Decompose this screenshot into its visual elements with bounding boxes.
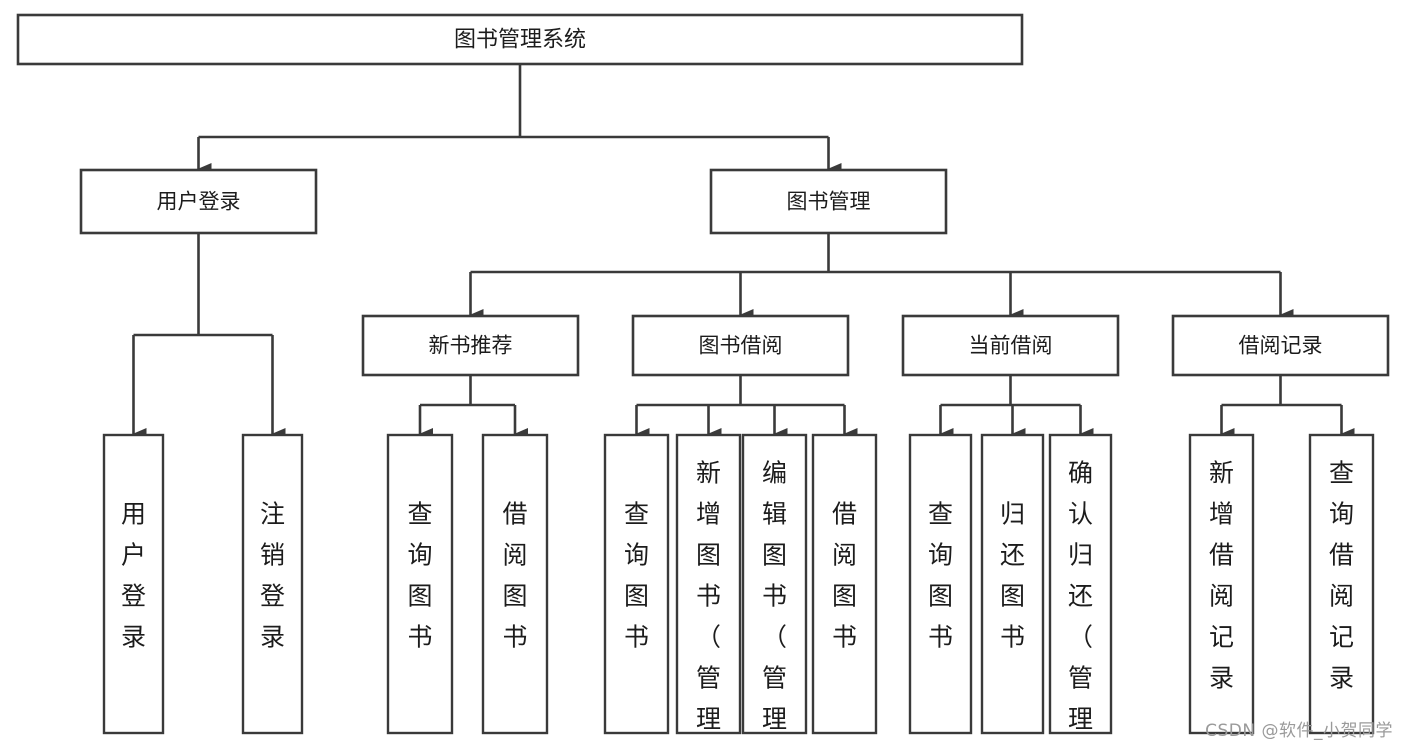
leaf-node-7-label: 借阅图书 (832, 500, 857, 652)
leaf-node-7[interactable]: 借阅图书 (811, 433, 878, 735)
leaf-node-10-box (1048, 433, 1113, 735)
leaf-node-6-label: 编辑图书（管理员） (762, 459, 787, 747)
leaf-node-8-box (908, 433, 973, 735)
leaf-node-8-label: 查询图书 (928, 500, 953, 652)
level3-node-0-box (361, 314, 580, 377)
leaf-node-4-box (603, 433, 670, 735)
leaf-node-7-box (811, 433, 878, 735)
leaf-node-1-label: 注销登录 (260, 500, 285, 652)
leaf-node-8[interactable]: 查询图书 (908, 433, 973, 735)
leaf-node-2[interactable]: 查询图书 (386, 433, 454, 735)
leaf-node-9[interactable]: 归还图书 (980, 433, 1045, 735)
leaf-node-4-label: 查询图书 (624, 500, 649, 652)
leaf-node-12[interactable]: 查询借阅记录 (1308, 433, 1375, 735)
root-node-box (16, 13, 1024, 66)
leaf-node-2-label: 查询图书 (407, 500, 432, 652)
level2-node-0[interactable]: 用户登录 (79, 168, 318, 235)
level2-node-1[interactable]: 图书管理 (709, 168, 948, 235)
leaf-node-3[interactable]: 借阅图书 (481, 433, 549, 735)
level3-node-1-box (631, 314, 850, 377)
root-node[interactable]: 图书管理系统 (16, 13, 1024, 66)
level2-node-0-label: 用户登录 (157, 190, 241, 214)
leaf-node-0-label: 用户登录 (121, 500, 146, 652)
level2-node-1-label: 图书管理 (787, 190, 871, 214)
level3-node-3-box (1171, 314, 1390, 377)
leaf-node-5-label: 新增图书（管理员） (696, 459, 721, 747)
leaf-node-11[interactable]: 新增借阅记录 (1188, 433, 1255, 735)
leaf-node-9-label: 归还图书 (1000, 500, 1025, 652)
level3-node-3[interactable]: 借阅记录 (1171, 314, 1390, 377)
leaf-node-11-box (1188, 433, 1255, 735)
leaf-node-3-box (481, 433, 549, 735)
leaf-node-1[interactable]: 注销登录 (241, 433, 304, 735)
watermark-text: CSDN @软件_小贺同学 (1205, 721, 1393, 741)
leaf-node-5[interactable]: 新增图书（管理员） (675, 433, 742, 747)
level3-node-3-label: 借阅记录 (1239, 334, 1323, 358)
nodes-layer: 图书管理系统用户登录图书管理新书推荐图书借阅当前借阅借阅记录用户登录注销登录查询… (16, 13, 1390, 747)
leaf-node-6[interactable]: 编辑图书（管理员） (741, 433, 808, 747)
leaf-node-10-label: 确认归还（管理员） (1068, 459, 1093, 747)
leaf-node-4[interactable]: 查询图书 (603, 433, 670, 735)
leaf-node-1-box (241, 433, 304, 735)
leaf-node-9-box (980, 433, 1045, 735)
level3-node-1-label: 图书借阅 (699, 334, 783, 358)
level2-node-1-box (709, 168, 948, 235)
leaf-node-12-box (1308, 433, 1375, 735)
leaf-node-10[interactable]: 确认归还（管理员） (1048, 433, 1113, 747)
connectors-layer (132, 64, 1355, 440)
leaf-node-6-box (741, 433, 808, 735)
level2-node-0-box (79, 168, 318, 235)
level3-node-1[interactable]: 图书借阅 (631, 314, 850, 377)
level3-node-0[interactable]: 新书推荐 (361, 314, 580, 377)
leaf-node-11-label: 新增借阅记录 (1209, 459, 1234, 693)
level3-node-0-label: 新书推荐 (429, 334, 513, 358)
level3-node-2-label: 当前借阅 (969, 334, 1053, 358)
leaf-node-0-box (102, 433, 165, 735)
root-node-label: 图书管理系统 (454, 28, 586, 53)
level3-node-2[interactable]: 当前借阅 (901, 314, 1120, 377)
leaf-node-2-box (386, 433, 454, 735)
level3-node-2-box (901, 314, 1120, 377)
leaf-node-5-box (675, 433, 742, 735)
leaf-node-0[interactable]: 用户登录 (102, 433, 165, 735)
leaf-node-3-label: 借阅图书 (502, 500, 527, 652)
leaf-node-12-label: 查询借阅记录 (1329, 459, 1354, 693)
